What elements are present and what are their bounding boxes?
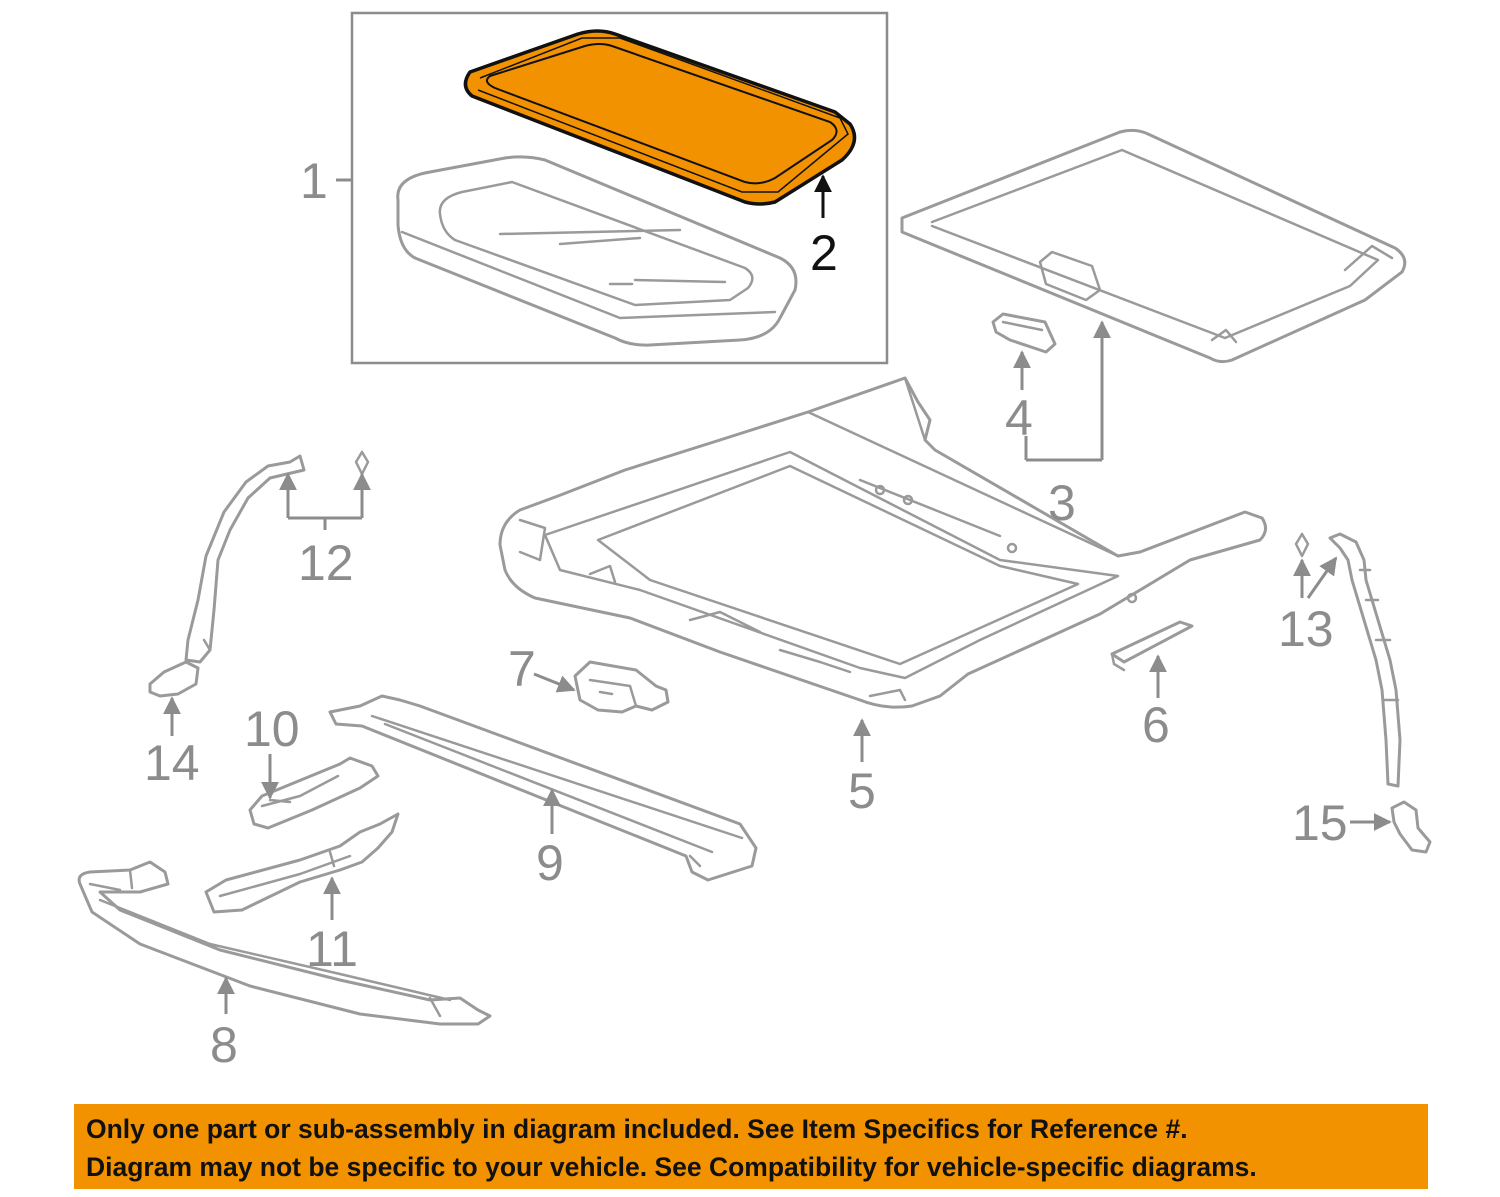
disclaimer-line-2: Diagram may not be specific to your vehi… [86,1152,1257,1182]
callout-9: 9 [536,835,564,891]
part-rear-bar [328,694,758,882]
glass-assembly-inset-box [350,11,889,365]
leader-lines [163,174,1392,1014]
callout-numbers: 1 2 3 4 5 6 7 8 9 10 11 12 13 14 15 [144,153,1348,1073]
part-bracket-10 [248,756,380,830]
disclaimer-banner: Only one part or sub-assembly in diagram… [74,1104,1428,1189]
disclaimer-line-1: Only one part or sub-assembly in diagram… [86,1114,1188,1144]
leader-13-right [1306,556,1338,599]
callout-11: 11 [306,921,358,977]
callout-8: 8 [210,1017,238,1073]
part-sunshade-frame [900,128,1407,364]
callout-1: 1 [300,153,328,209]
part-drain-hose-front [148,450,370,698]
callout-13: 13 [1278,601,1334,657]
part-weatherstrip-highlighted [463,29,857,206]
part-front-rail [77,860,492,1026]
callout-7: 7 [508,641,536,697]
leader-7 [533,672,576,693]
part-sunroof-frame [498,376,1267,709]
callout-5: 5 [848,763,876,819]
part-clip [991,312,1057,354]
part-strip [1110,620,1194,672]
part-drain-hose-rear [1294,532,1432,854]
callout-4: 4 [1005,390,1033,446]
callout-15: 15 [1292,795,1348,851]
part-motor [573,660,670,714]
callout-6: 6 [1142,697,1170,753]
part-glass-panel [396,155,798,347]
callout-10: 10 [244,701,300,757]
callout-14: 14 [144,735,200,791]
callout-3: 3 [1048,475,1076,531]
part-bracket-11 [204,812,400,914]
callout-12: 12 [298,535,354,591]
callout-2: 2 [810,225,838,281]
